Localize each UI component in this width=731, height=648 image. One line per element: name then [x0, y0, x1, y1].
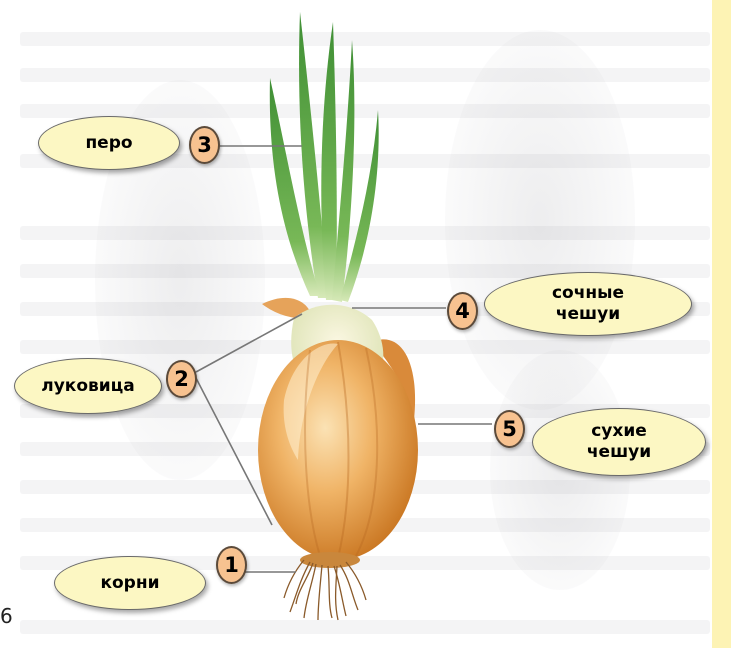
badge-1: 1 — [216, 546, 247, 584]
label-sochnye: сочные чешуи — [484, 272, 692, 336]
label-korni: корни — [54, 556, 206, 610]
badge-5: 5 — [494, 410, 525, 448]
background-silhouette — [445, 30, 635, 410]
label-lukovitsa-text: луковица — [41, 376, 135, 397]
onion-roots — [284, 560, 366, 620]
page-number: 6 — [0, 604, 13, 628]
label-korni-text: корни — [100, 573, 159, 594]
onion-leaves — [270, 12, 379, 302]
badge-2: 2 — [166, 360, 197, 398]
onion-leaf — [321, 22, 337, 300]
label-pero-text: перо — [85, 133, 132, 154]
label-sochnye-text: сочные чешуи — [552, 283, 624, 325]
badge-4: 4 — [447, 292, 478, 330]
badge-3: 3 — [189, 126, 220, 164]
textbook-page-photo: перо 3 луковица 2 корни 1 4 сочные чешуи… — [0, 0, 712, 648]
label-sukhie: сухие чешуи — [532, 408, 706, 476]
onion-bulb — [258, 340, 418, 560]
bulb-base — [300, 552, 360, 568]
label-lukovitsa: луковица — [14, 358, 162, 414]
label-sukhie-text: сухие чешуи — [587, 421, 651, 463]
label-pero: перо — [38, 116, 180, 170]
